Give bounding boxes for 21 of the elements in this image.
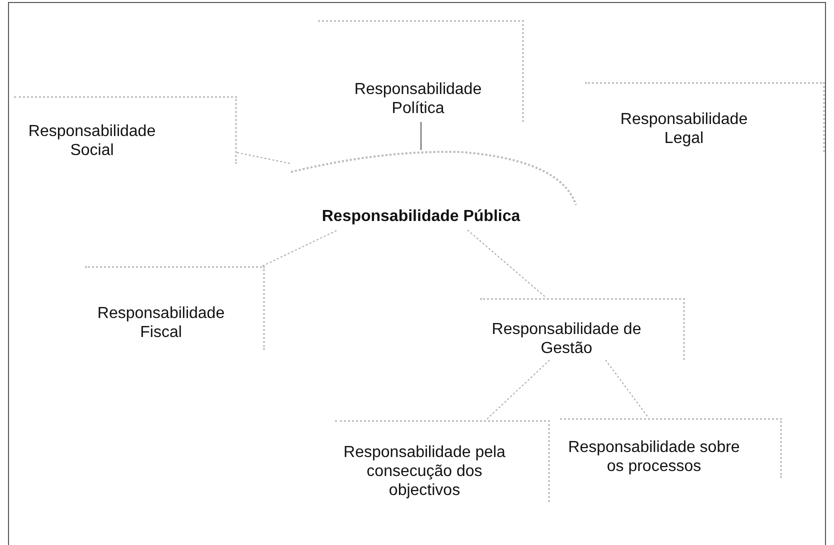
connector-line: [262, 230, 338, 266]
dotted-frame-box: [318, 20, 524, 122]
dotted-frame-box: [585, 82, 825, 152]
connector-line: [466, 230, 547, 298]
node-label: Responsabilidade sobre os processos: [567, 438, 741, 476]
node-label: Responsabilidade Fiscal: [96, 304, 226, 342]
node-label: Responsabilidade de Gestão: [490, 320, 642, 358]
connector-line: [605, 360, 650, 418]
node-label: Responsabilidade Política: [353, 80, 483, 118]
node-label: Responsabilidade Legal: [619, 110, 749, 148]
connector-line: [485, 360, 550, 420]
node-label: Responsabilidade Pública: [322, 207, 520, 226]
connector-line: [236, 152, 292, 164]
dotted-frame-box: [560, 418, 782, 478]
connector-line: [420, 122, 422, 150]
dotted-frame-box: [335, 420, 550, 502]
node-label: Responsabilidade Social: [27, 122, 157, 160]
dotted-frame-box: [14, 96, 237, 164]
node-label: Responsabilidade pela consecução dos objectivos: [342, 443, 506, 500]
dotted-frame-box: [480, 298, 685, 360]
dotted-frame-box: [85, 266, 265, 350]
